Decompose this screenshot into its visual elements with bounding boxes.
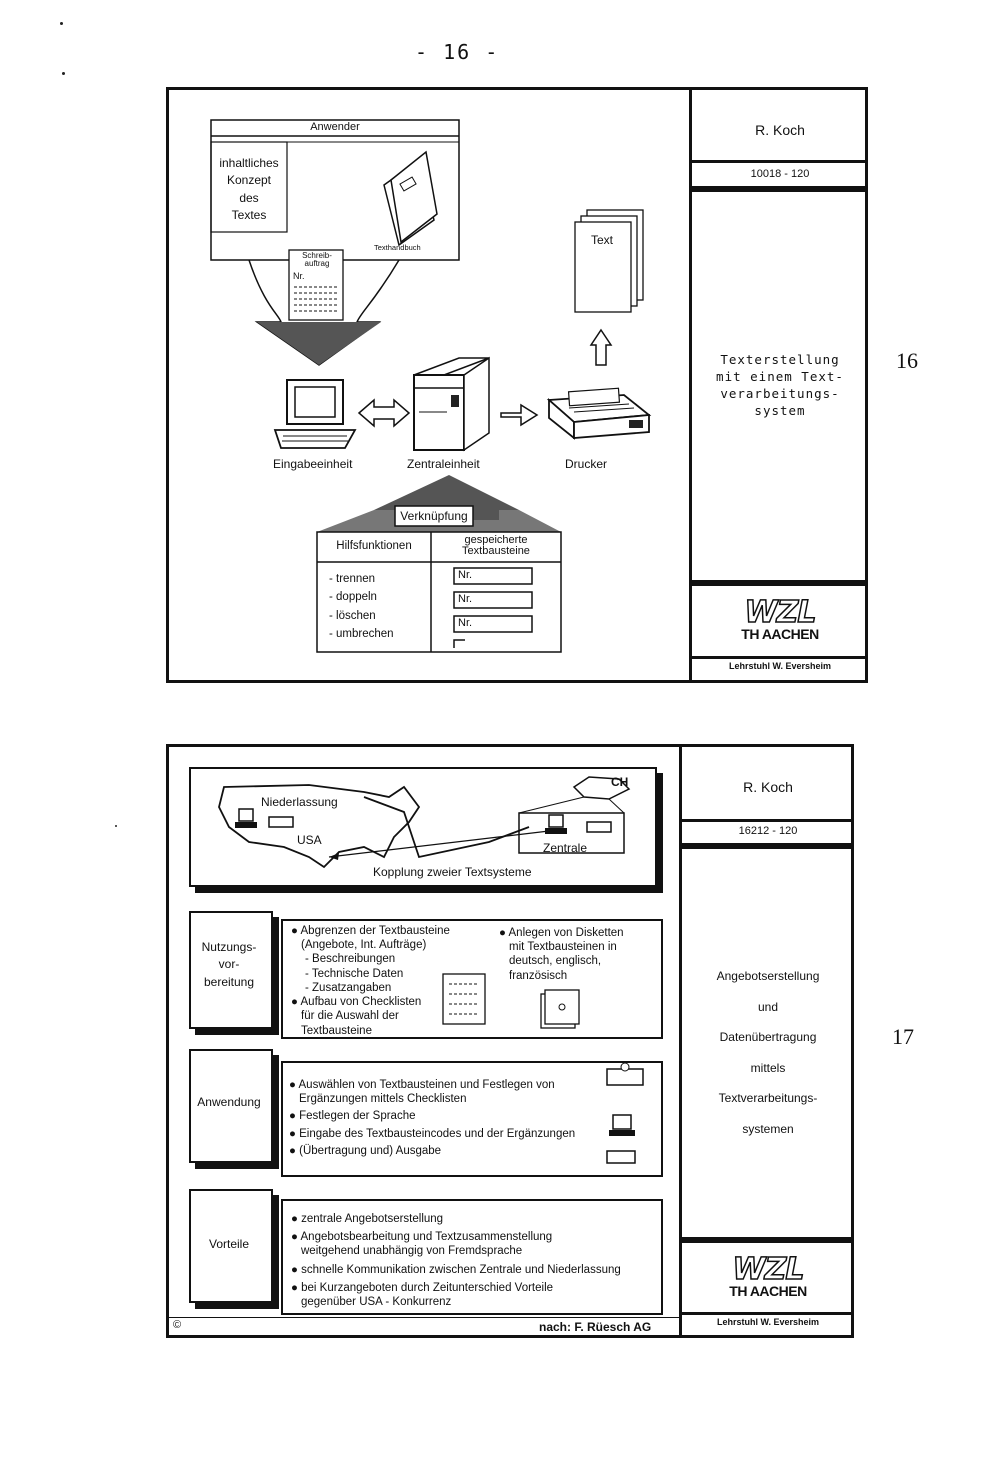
ch-label: CH [611,775,629,789]
slide-17-side-number: 17 [892,1024,914,1049]
texthandbuch-label: Texthandbuch [374,243,421,252]
checklist-diskette-icons [442,973,580,1029]
section-left-bullets: ● zentrale Angebotserstellung ● Angebots… [291,1213,621,1309]
section-label: Nutzungs- vor- bereitung [201,940,257,989]
section-content-box [281,1061,663,1177]
slide-16-code: 10018 - 120 [750,168,810,180]
texthandbuch-icon [383,150,438,247]
section-left-bullets: ● Auswählen von Textbausteinen und Festl… [289,1079,576,1157]
nr-field: Nr. [458,617,473,629]
schreibauftrag-nr: Nr. [293,271,305,281]
section-right-bullets: ● Anlegen von Disketten mit Textbaustein… [499,927,624,982]
zentrale-label: Zentrale [543,841,588,855]
wzl-logo: WZL TH AACHEN [741,594,819,642]
hilfsfunktionen-list: - trennen - doppeln - löschen - umbreche… [329,573,394,641]
drucker-label: Drucker [565,457,608,471]
slide-16-diagram [210,119,652,653]
slide-17-code: 16212 - 120 [738,825,798,837]
textbausteine-header: gespeicherte Textbausteine [462,534,530,557]
slide-17-author: R. Koch [743,779,793,795]
section-label: Vorteile [208,1237,250,1251]
central-unit-icon [413,356,490,452]
printer-icon [546,387,652,440]
nr-field: Nr. [458,593,473,605]
niederlassung-label: Niederlassung [261,795,338,809]
slide-17-info-column: R. Koch 16212 - 120 Angebotserstellung u… [679,747,854,1335]
scan-dot [60,22,63,25]
verknuepfung-label: Verknüpfung [400,509,468,523]
section-content-box [281,1199,663,1315]
scan-dot [62,72,65,75]
schreibauftrag-label: Schreib-auftrag [302,251,332,268]
section-label: Anwendung [197,1095,261,1109]
zentraleinheit-label: Zentraleinheit [407,457,480,471]
usa-label: USA [297,833,322,847]
map-caption: Kopplung zweier Textsysteme [373,865,532,879]
section-label-box [189,911,273,1029]
eingabeeinheit-label: Eingabeeinheit [273,457,353,471]
slide-16-title: Texterstellung mit einem Text- verarbeit… [716,352,844,418]
copyright-mark: © [173,1319,182,1331]
slide-16-author: R. Koch [755,122,805,138]
section-label-box [189,1189,273,1303]
slide-17-title: Angebotserstellung und Datenübertragung … [716,969,820,1136]
source-note: nach: F. Rüesch AG [539,1320,652,1334]
page-number: - 16 - [415,40,500,64]
slide-16-chair: Lehrstuhl W. Eversheim [728,661,832,671]
terminal-icon [273,379,357,449]
slide-17-chair: Lehrstuhl W. Eversheim [716,1317,820,1327]
slide-16-side-number: 16 [896,348,918,373]
usa-ch-map [218,776,631,869]
nr-field: Nr. [458,569,473,581]
hilfsfunktionen-header: Hilfsfunktionen [336,540,412,552]
slide-17: R. Koch 16212 - 120 Angebotserstellung u… [166,744,854,1338]
konzept-label: inhaltliches Konzept des Textes [219,156,279,223]
section-label-box [189,1049,273,1163]
workstation-icons [606,1062,644,1164]
anwender-label: Anwender [310,121,360,133]
slide-16-info-column: R. Koch 10018 - 120 Texterstellung mit e… [689,90,868,680]
slide-16: R. Koch 10018 - 120 Texterstellung mit e… [166,87,868,683]
wzl-logo: WZL TH AACHEN [729,1251,807,1299]
section-left-bullets: ● Abgrenzen der Textbausteine (Angebote,… [291,925,450,1037]
scan-dot [115,825,117,827]
text-stack-label: Text [591,233,614,247]
